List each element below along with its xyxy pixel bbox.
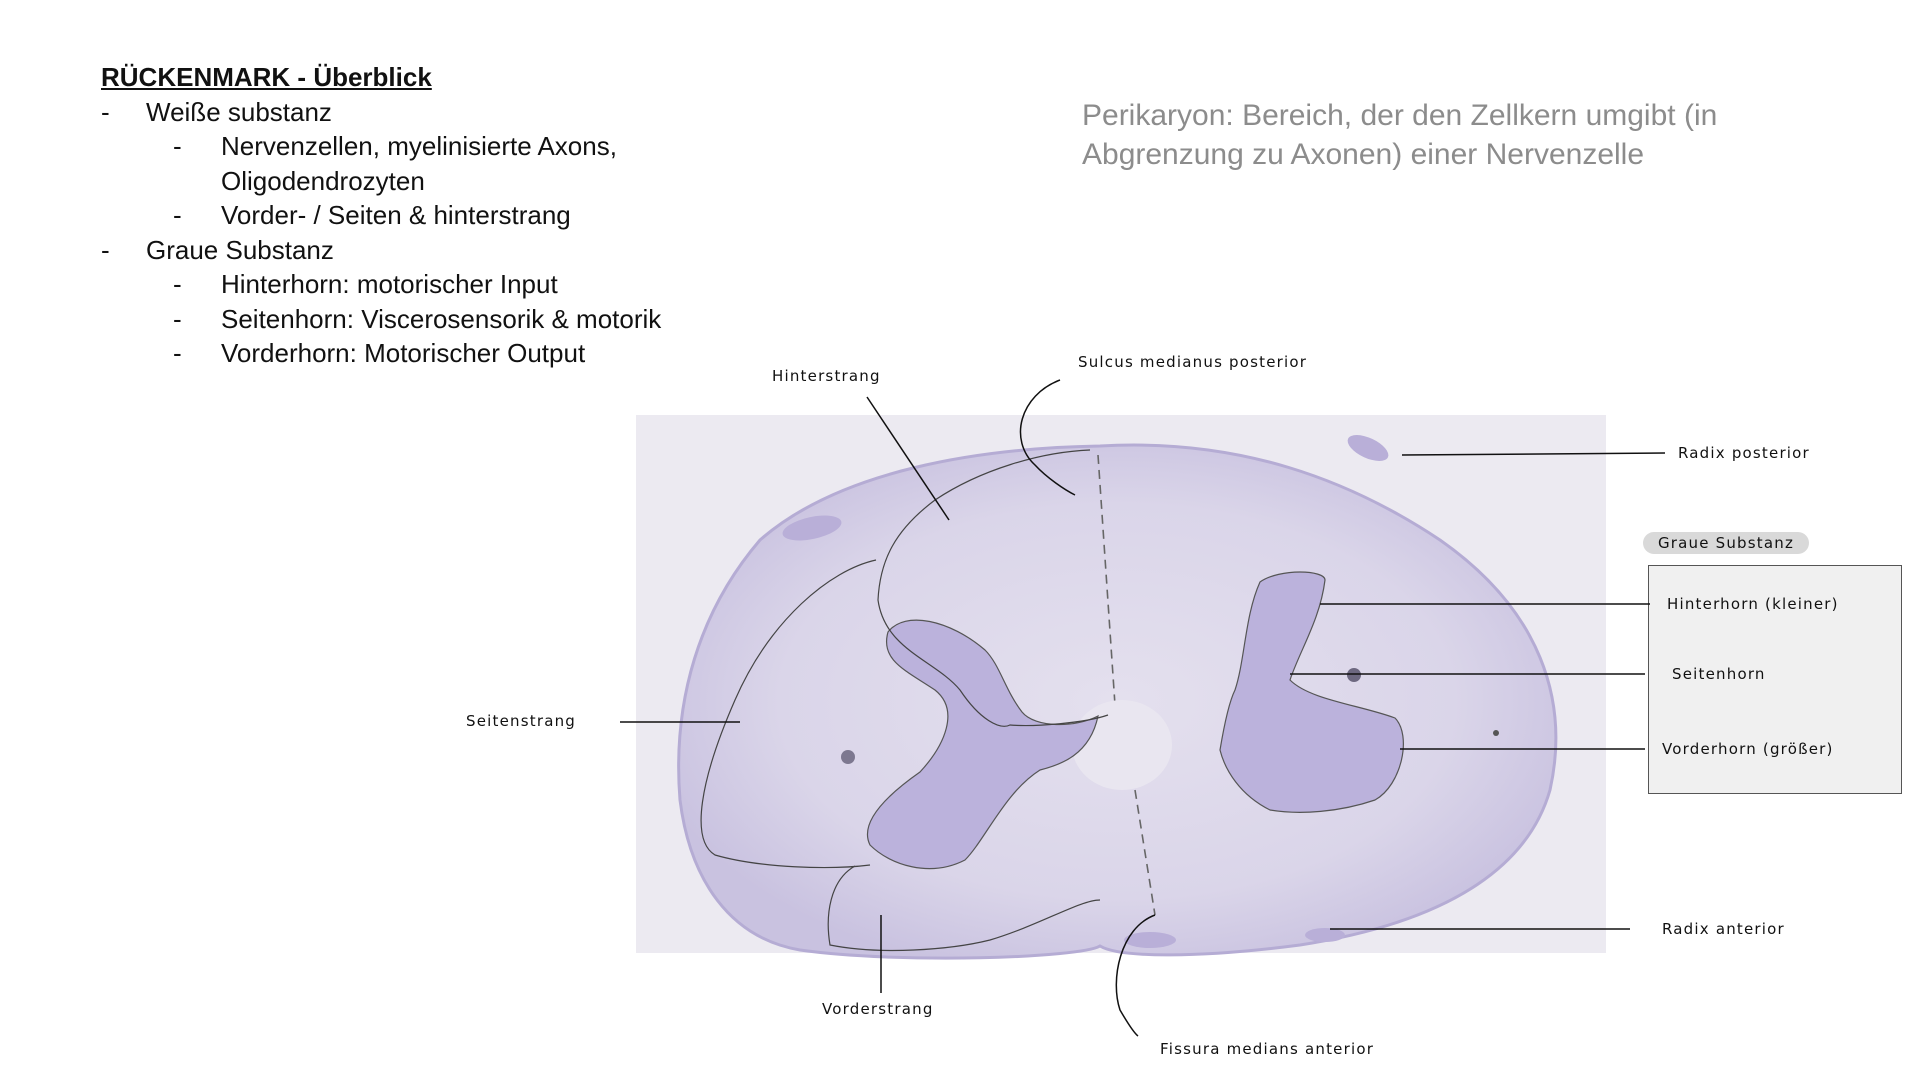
leader-sulcus xyxy=(1019,379,1076,496)
bullet-dash: - xyxy=(101,96,110,127)
notes-title: RÜCKENMARK - Überblick xyxy=(101,62,432,92)
bullet-dash: - xyxy=(173,200,182,230)
list-subitem-text: Nervenzellen, myelinisierte Axons, Oligo… xyxy=(221,131,617,196)
label-seitenstrang: Seitenstrang xyxy=(466,712,577,730)
right-dorsal-root xyxy=(1347,435,1389,461)
leader-fissura xyxy=(1115,914,1156,1037)
central-zone xyxy=(1072,700,1172,790)
list-item-text: Graue Substanz xyxy=(146,234,334,265)
leader-hinterstrang xyxy=(866,396,950,521)
left-ventral-root xyxy=(1124,932,1176,948)
label-vorderstrang: Vorderstrang xyxy=(822,1000,934,1018)
stain-speck xyxy=(1347,668,1361,682)
definition-text: Perikaryon: Bereich, der den Zellkern um… xyxy=(1082,99,1718,171)
seitenstrang-outline xyxy=(700,559,877,869)
list-subitem: - Vorderhorn: Motorischer Output xyxy=(101,336,661,371)
leader-radix-posterior xyxy=(1401,452,1666,456)
list-subitem-text: Vorderhorn: Motorischer Output xyxy=(221,338,586,368)
list-subitem: - Seitenhorn: Viscerosensorik & motorik xyxy=(101,302,661,337)
vorderstrang-outline xyxy=(827,865,1101,952)
list-subitem: - Hinterhorn: motorischer Input xyxy=(101,267,661,302)
label-sulcus-medianus-posterior: Sulcus medianus posterior xyxy=(1078,353,1308,371)
stain-speck xyxy=(1493,730,1499,736)
list-item-text: Weiße substanz xyxy=(146,96,332,127)
graue-substanz-pill: Graue Substanz xyxy=(1643,532,1809,554)
list-subitem: - Nervenzellen, myelinisierte Axons, Oli… xyxy=(101,129,661,198)
list-subitem: - Vorder- / Seiten & hinterstrang xyxy=(101,198,661,233)
left-dorsal-root xyxy=(782,515,842,541)
label-hinterstrang: Hinterstrang xyxy=(772,367,881,385)
list-item: - Weiße substanz xyxy=(101,95,661,130)
list-subitem-text: Seitenhorn: Viscerosensorik & motorik xyxy=(221,303,662,334)
label-radix-posterior: Radix posterior xyxy=(1678,444,1810,462)
list-subitem-text: Hinterhorn: motorischer Input xyxy=(221,269,558,299)
label-fissura-mediana-anterior: Fissura medians anterior xyxy=(1160,1040,1375,1058)
median-line xyxy=(1097,454,1156,916)
label-seitenhorn: Seitenhorn xyxy=(1672,665,1766,683)
right-grey-matter xyxy=(1219,571,1404,813)
right-ventral-root xyxy=(1305,928,1345,942)
graue-substanz-box xyxy=(1648,565,1902,794)
hinterstrang-outline xyxy=(877,449,1109,727)
list-subitem-text: Vorder- / Seiten & hinterstrang xyxy=(221,200,571,230)
bullet-dash: - xyxy=(173,131,182,161)
list-item: - Graue Substanz xyxy=(101,233,661,268)
bullet-dash: - xyxy=(173,338,182,368)
left-grey-matter xyxy=(866,619,1099,870)
notes-list: RÜCKENMARK - Überblick - Weiße substanz … xyxy=(101,60,661,371)
bullet-dash: - xyxy=(173,269,182,299)
label-vorderhorn: Vorderhorn (größer) xyxy=(1662,740,1834,758)
bullet-dash: - xyxy=(101,234,110,265)
stain-speck xyxy=(841,750,855,764)
label-hinterhorn: Hinterhorn (kleiner) xyxy=(1667,595,1839,613)
label-radix-anterior: Radix anterior xyxy=(1662,920,1785,938)
bullet-dash: - xyxy=(173,303,182,334)
